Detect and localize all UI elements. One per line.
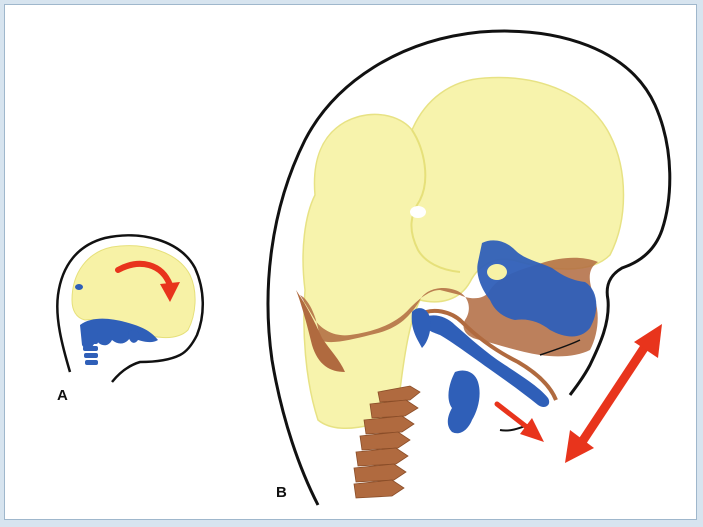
cartilage-b-hole — [487, 264, 507, 280]
brain-ventricle — [410, 206, 426, 218]
cartilage-b-small — [412, 308, 431, 348]
panel-label-b: B — [276, 484, 287, 501]
growth-arrow-double — [580, 345, 646, 445]
cartilage-a-jaw — [128, 330, 139, 342]
growth-arrow-small — [497, 404, 528, 428]
embryo-b — [268, 31, 670, 505]
embryo-a — [57, 235, 202, 382]
vertebrae-a — [82, 332, 98, 365]
cartilage-a-dot — [75, 284, 83, 290]
laryngeal-cartilage — [448, 370, 480, 433]
panel-label-a: A — [57, 387, 68, 404]
